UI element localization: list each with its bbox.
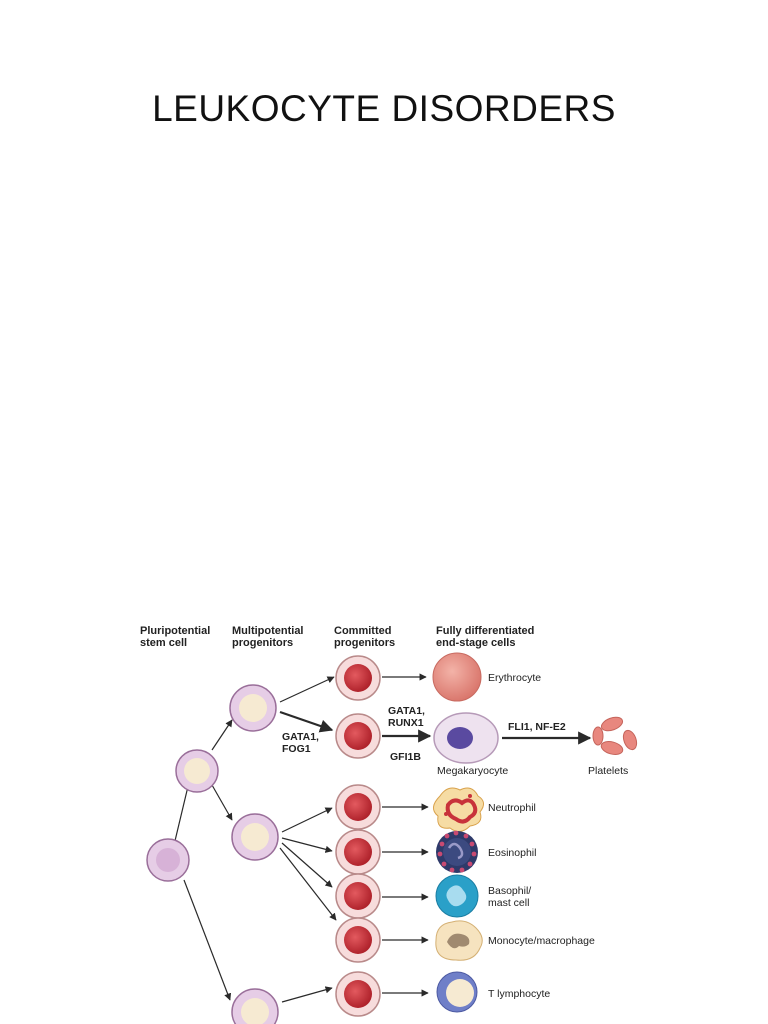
slide-title: LEUKOCYTE DISORDERS: [152, 88, 616, 129]
svg-text:stem cell: stem cell: [140, 637, 187, 649]
eosinophil-cell: [436, 830, 478, 873]
label-basophil-line2: mast cell: [488, 897, 529, 909]
committed-progenitor-eosinophil: [335, 829, 381, 875]
label-neutrophil: Neutrophil: [488, 802, 536, 814]
label-megakaryocyte: Megakaryocyte: [437, 765, 508, 777]
header-col2-line2: progenitors: [232, 637, 293, 649]
column-headers: Pluripotential stem cell Multipotential …: [140, 625, 534, 649]
committed-progenitor-neutrophil: [335, 784, 381, 830]
monocyte-cell: [435, 920, 483, 961]
t-lymphocyte-cell: [436, 971, 478, 1013]
svg-text:Multipotential: Multipotential: [232, 625, 304, 637]
svg-text:progenitors: progenitors: [334, 637, 395, 649]
committed-progenitors: [335, 655, 381, 1017]
label-t-lymphocyte: T lymphocyte: [488, 988, 550, 1000]
header-col3-line1: Committed: [334, 625, 391, 637]
committed-progenitor-monocyte: [335, 917, 381, 963]
svg-text:progenitors: progenitors: [232, 637, 293, 649]
committed-progenitor-megakaryocyte: [335, 713, 381, 759]
committed-progenitor-erythroid: [335, 655, 381, 701]
gene-label-gata1-runx1-line2: RUNX1: [388, 717, 424, 729]
gene-label-gata1-runx1-line1: GATA1,: [388, 705, 425, 717]
label-eosinophil: Eosinophil: [488, 847, 536, 859]
gene-label-gfi1b: GFI1B: [390, 751, 421, 763]
svg-text:Pluripotential: Pluripotential: [140, 625, 210, 637]
header-col1-line2: stem cell: [140, 637, 187, 649]
basophil-cell: [435, 874, 479, 918]
label-erythrocyte: Erythrocyte: [488, 672, 541, 684]
erythrocyte-cell: [432, 652, 482, 702]
svg-text:end-stage cells: end-stage cells: [436, 637, 515, 649]
multipotential-progenitor-3: [231, 813, 279, 861]
label-basophil-line1: Basophil/: [488, 885, 531, 897]
multipotential-progenitor-1: [175, 749, 219, 793]
header-col3-line2: progenitors: [334, 637, 395, 649]
header-col2-line1: Multipotential: [232, 625, 304, 637]
lineage-arrows: [173, 673, 592, 1003]
multipotential-progenitor-2: [229, 684, 277, 732]
platelets-cluster: [592, 716, 638, 755]
pluripotential-stem-cell: [146, 838, 190, 882]
committed-progenitor-tcell: [335, 971, 381, 1017]
hematopoiesis-diagram: Pluripotential stem cell Multipotential …: [140, 625, 638, 1024]
label-monocyte: Monocyte/macrophage: [488, 935, 595, 947]
gene-label-gata1-fog1-line2: FOG1: [282, 743, 311, 755]
header-col4-line2: end-stage cells: [436, 637, 515, 649]
header-col4-line1: Fully differentiated: [436, 625, 534, 637]
label-platelets: Platelets: [588, 765, 628, 777]
gene-label-fli1-nfe2: FLI1, NF-E2: [508, 721, 566, 733]
multipotential-progenitor-4: [231, 988, 279, 1024]
svg-text:Fully differentiated: Fully differentiated: [436, 625, 534, 637]
svg-text:Committed: Committed: [334, 625, 391, 637]
header-col1-line1: Pluripotential: [140, 625, 210, 637]
neutrophil-cell: [433, 787, 484, 832]
megakaryocyte-cell: [433, 712, 499, 764]
gene-label-gata1-fog1-line1: GATA1,: [282, 731, 319, 743]
committed-progenitor-basophil: [335, 873, 381, 919]
